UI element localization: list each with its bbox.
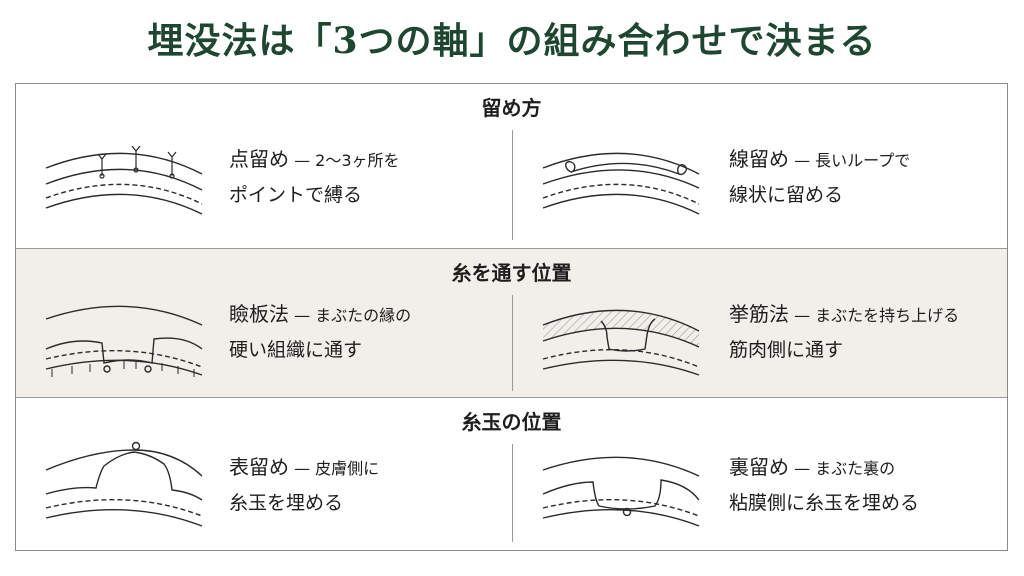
section-thread-position: 糸を通す位置 瞼板法 — まぶたの縁の 硬い組織に通す — [16, 248, 1007, 398]
term-description: — 皮膚側に — [289, 459, 380, 478]
term-label: 表留め — [229, 455, 289, 479]
section-tome-kata: 留め方 点留め — 2〜3ヶ所を ポイントで縛る — [16, 84, 1007, 248]
term-description-line2: ポイントで縛る — [229, 184, 363, 206]
column-divider — [512, 444, 513, 542]
term-description-line2: 硬い組織に通す — [229, 339, 363, 361]
term-description: — 2〜3ヶ所を — [289, 151, 400, 170]
item-text-back-knot: 裏留め — まぶた裏の 粘膜側に糸玉を埋める — [729, 450, 919, 520]
term-description: — まぶたを持ち上げる — [789, 306, 960, 325]
term-label: 挙筋法 — [729, 302, 789, 326]
diagram-frame: 留め方 点留め — 2〜3ヶ所を ポイントで縛る — [15, 83, 1008, 551]
term-label: 瞼板法 — [229, 302, 289, 326]
item-text-point: 点留め — 2〜3ヶ所を ポイントで縛る — [229, 142, 400, 212]
term-label: 点留め — [229, 147, 289, 171]
term-description: — 長いループで — [789, 151, 911, 170]
section-knot-position: 糸玉の位置 表留め — 皮膚側に 糸玉を埋める — [16, 398, 1007, 551]
section-heading: 留め方 — [481, 96, 542, 120]
item-text-tarsal: 瞼板法 — まぶたの縁の 硬い組織に通す — [229, 297, 411, 367]
item-text-levator: 挙筋法 — まぶたを持ち上げる 筋肉側に通す — [729, 297, 959, 367]
section-heading: 糸を通す位置 — [451, 261, 572, 285]
term-label: 裏留め — [729, 455, 789, 479]
column-divider — [512, 130, 513, 240]
item-text-front-knot: 表留め — 皮膚側に 糸玉を埋める — [229, 450, 379, 520]
column-divider — [512, 295, 513, 391]
section-heading: 糸玉の位置 — [461, 410, 562, 434]
term-label: 線留め — [729, 147, 789, 171]
term-description-line2: 筋肉側に通す — [729, 339, 844, 361]
term-description: — まぶた裏の — [789, 459, 896, 478]
item-text-line: 線留め — 長いループで 線状に留める — [729, 142, 910, 212]
page-title: 埋没法は「3つの軸」の組み合わせで決まる — [147, 20, 877, 62]
term-description-line2: 糸玉を埋める — [229, 492, 344, 514]
term-description-line2: 線状に留める — [729, 184, 844, 206]
term-description: — まぶたの縁の — [289, 306, 412, 325]
term-description-line2: 粘膜側に糸玉を埋める — [729, 492, 920, 514]
